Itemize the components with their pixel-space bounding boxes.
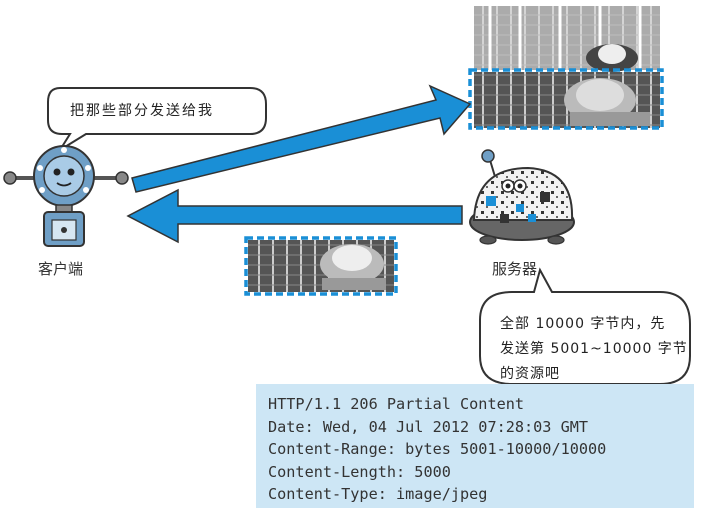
server-bubble-line-1: 全部 10000 字节内，先 (500, 316, 666, 332)
request-arrow (131, 84, 472, 193)
http-status-line: HTTP/1.1 206 Partial Content (268, 395, 525, 413)
client-speech-bubble (47, 87, 267, 151)
http-date-header: Date: Wed, 04 Jul 2012 07:28:03 GMT (268, 417, 589, 436)
server-bubble-text: 全部 10000 字节内，先 发送第 5001~10000 字节 的资源吧 (500, 312, 690, 387)
http-content-length-header: Content-Length: 5000 (268, 462, 451, 481)
client-robot-icon (3, 145, 129, 247)
server-robot-icon (469, 149, 575, 245)
client-label: 客户端 (38, 260, 84, 278)
http-content-range-header: Content-Range: bytes 5001-10000/10000 (268, 440, 607, 458)
server-label: 服务器 (492, 260, 538, 278)
http-response-headers: HTTP/1.1 206 Partial Content Date: Wed, … (256, 384, 694, 508)
server-bubble-line-2: 发送第 5001~10000 字节 (500, 341, 688, 357)
response-arrow (126, 188, 463, 244)
client-bubble-text: 把那些部分发送给我 (70, 103, 214, 119)
partial-image (244, 236, 398, 296)
server-bubble-line-3: 的资源吧 (500, 366, 560, 382)
http-content-type-header: Content-Type: image/jpeg (268, 485, 488, 503)
server-image (468, 6, 664, 130)
